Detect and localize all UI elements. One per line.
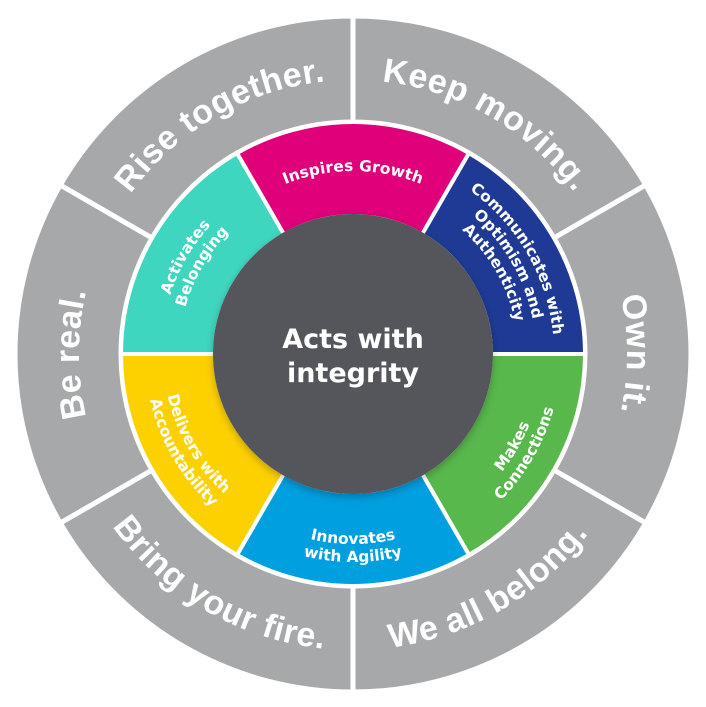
center-circle — [213, 214, 493, 494]
behavior-label: Innovates — [309, 525, 396, 548]
center-label-line-2: integrity — [287, 358, 419, 389]
behavior-label: with Agility — [302, 542, 403, 566]
outer-value-label: Be real. — [49, 285, 94, 423]
outer-value-label: Own it. — [613, 291, 657, 418]
center-label-line-1: Acts with — [282, 324, 424, 355]
center-hub: Acts with integrity — [213, 214, 493, 494]
